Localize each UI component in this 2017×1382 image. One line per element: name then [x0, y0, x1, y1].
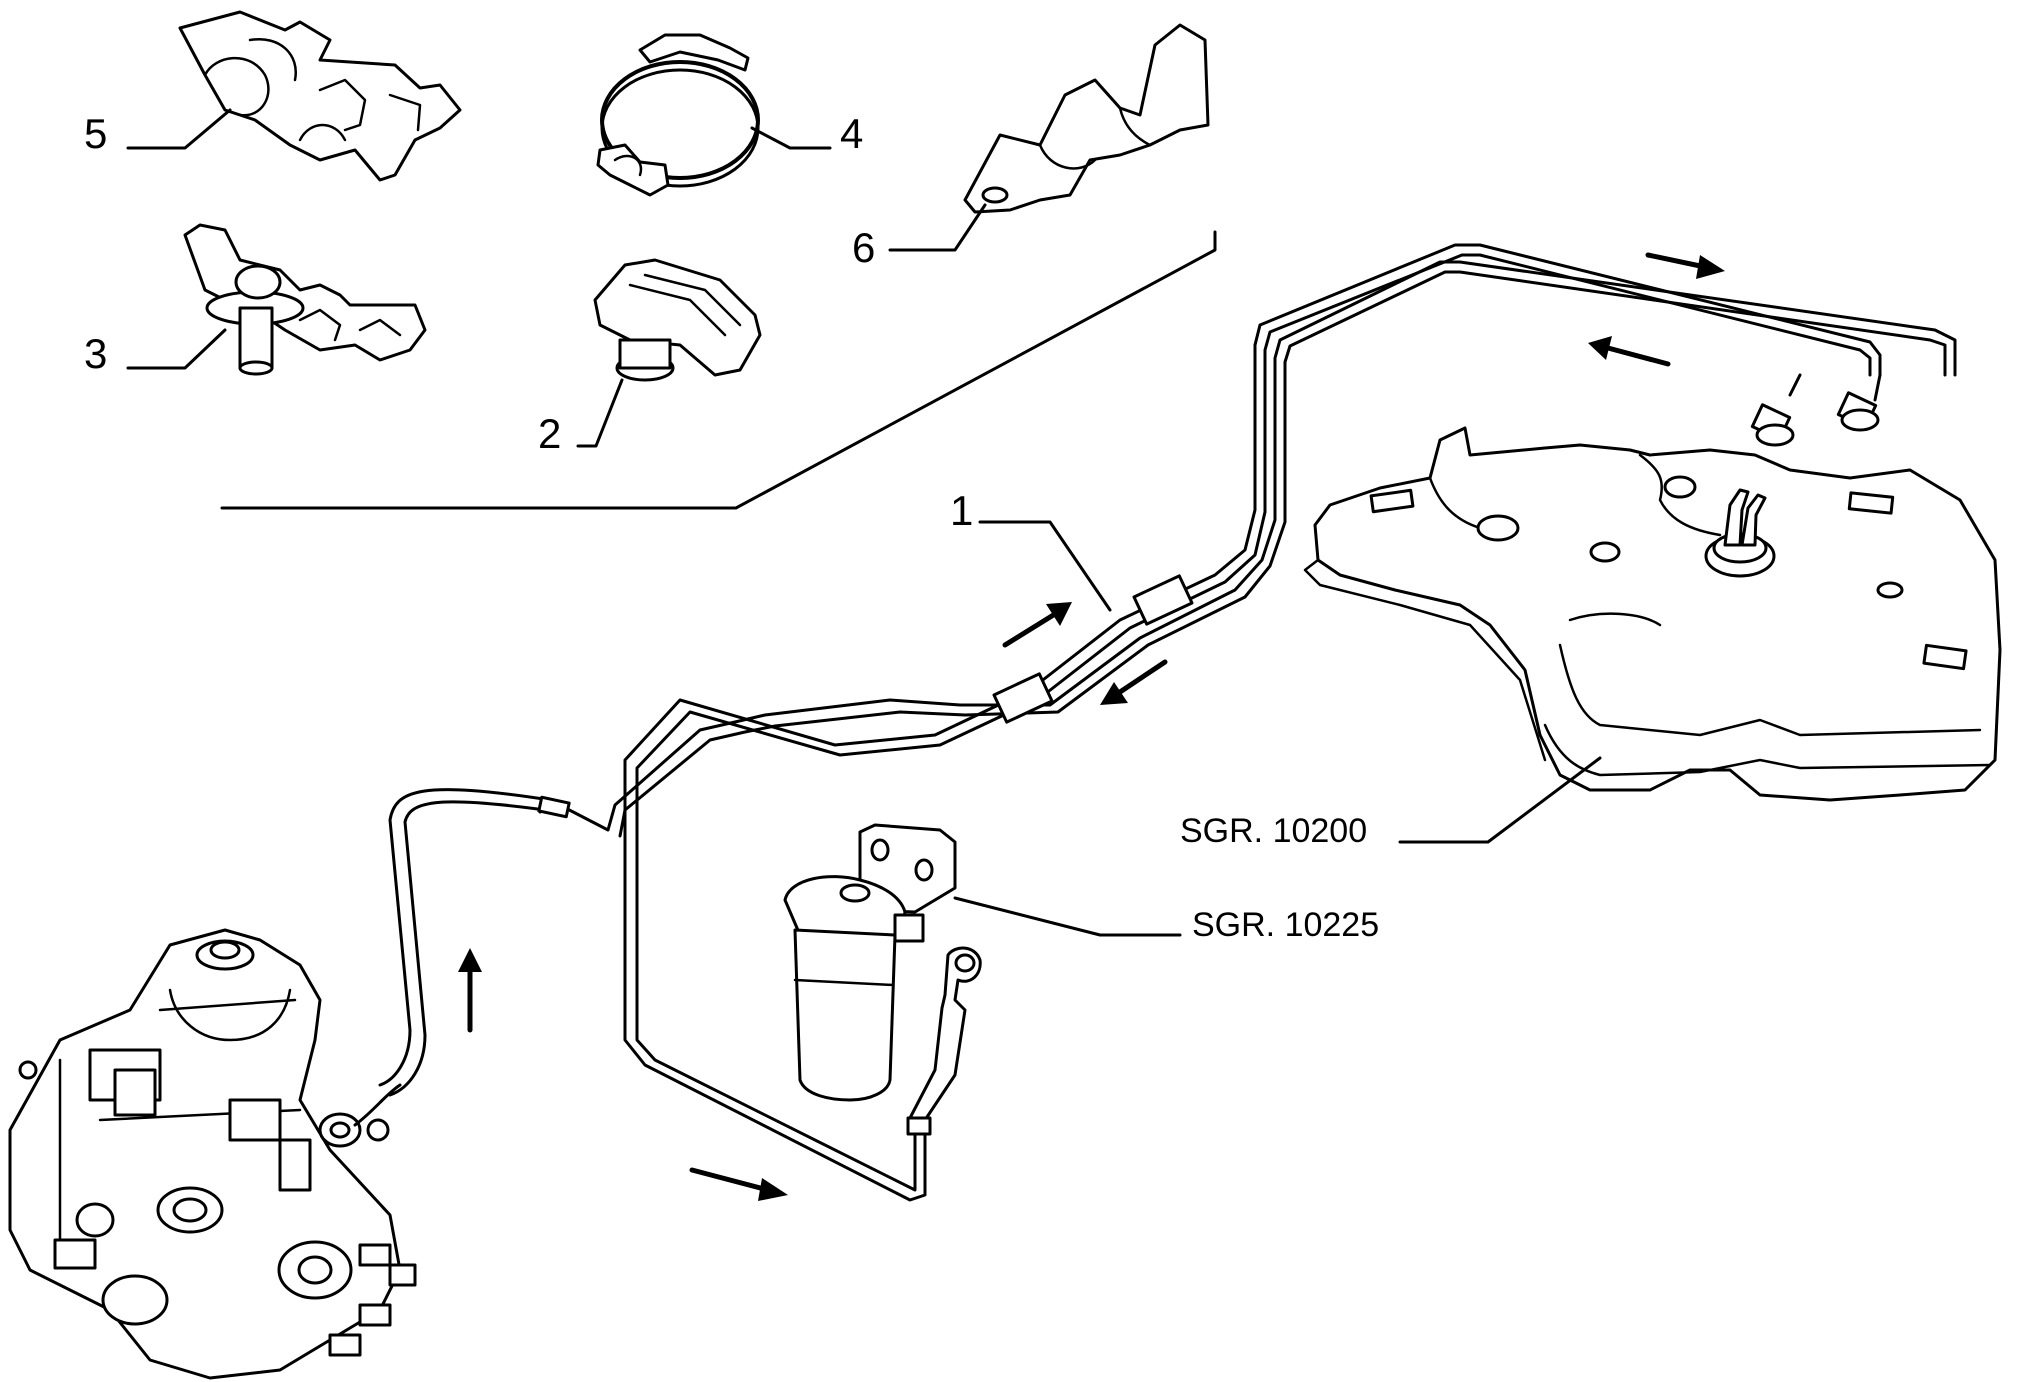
callout-2: 2: [538, 410, 561, 457]
leader-5: [126, 108, 232, 150]
fuel-tank: [1303, 426, 2002, 802]
flow-arrow-down-left: [1100, 659, 1168, 705]
leader-6: [888, 203, 987, 252]
part-6-bracket-clip: [963, 23, 1210, 214]
reference-tank: SGR. 10200: [1180, 812, 1367, 850]
part-3-clip-with-stud: [183, 223, 427, 376]
flow-arrow-left-top: [1588, 336, 1671, 367]
flow-arrow-right-bottom: [689, 1167, 788, 1201]
leader-3: [126, 328, 227, 370]
callout-3: 3: [84, 330, 107, 377]
reference-filter: SGR. 10225: [1192, 906, 1379, 944]
callout-1: 1: [950, 487, 973, 534]
leader-1: [978, 520, 1112, 612]
fuel-filter: [783, 823, 982, 1136]
callout-6: 6: [852, 224, 875, 271]
callout-5: 5: [84, 110, 107, 157]
injection-pump: [8, 928, 417, 1380]
part-5-double-clip: [178, 10, 462, 182]
part-4-hose-clamp: [596, 33, 760, 197]
flow-arrow-up: [458, 948, 482, 1033]
leader-tank: [1398, 756, 1602, 844]
flow-arrow-right-top: [1645, 252, 1725, 279]
leader-2: [576, 378, 624, 448]
part-2-grommet: [593, 258, 762, 382]
flow-arrow-up-right: [1002, 602, 1072, 648]
leader-filter: [953, 896, 1182, 937]
callout-4: 4: [840, 110, 863, 157]
flow-arrows: [458, 252, 1725, 1201]
leader-4: [750, 126, 832, 150]
parts-group-separator: [220, 230, 1217, 510]
fuel-lines: [378, 243, 1957, 1202]
